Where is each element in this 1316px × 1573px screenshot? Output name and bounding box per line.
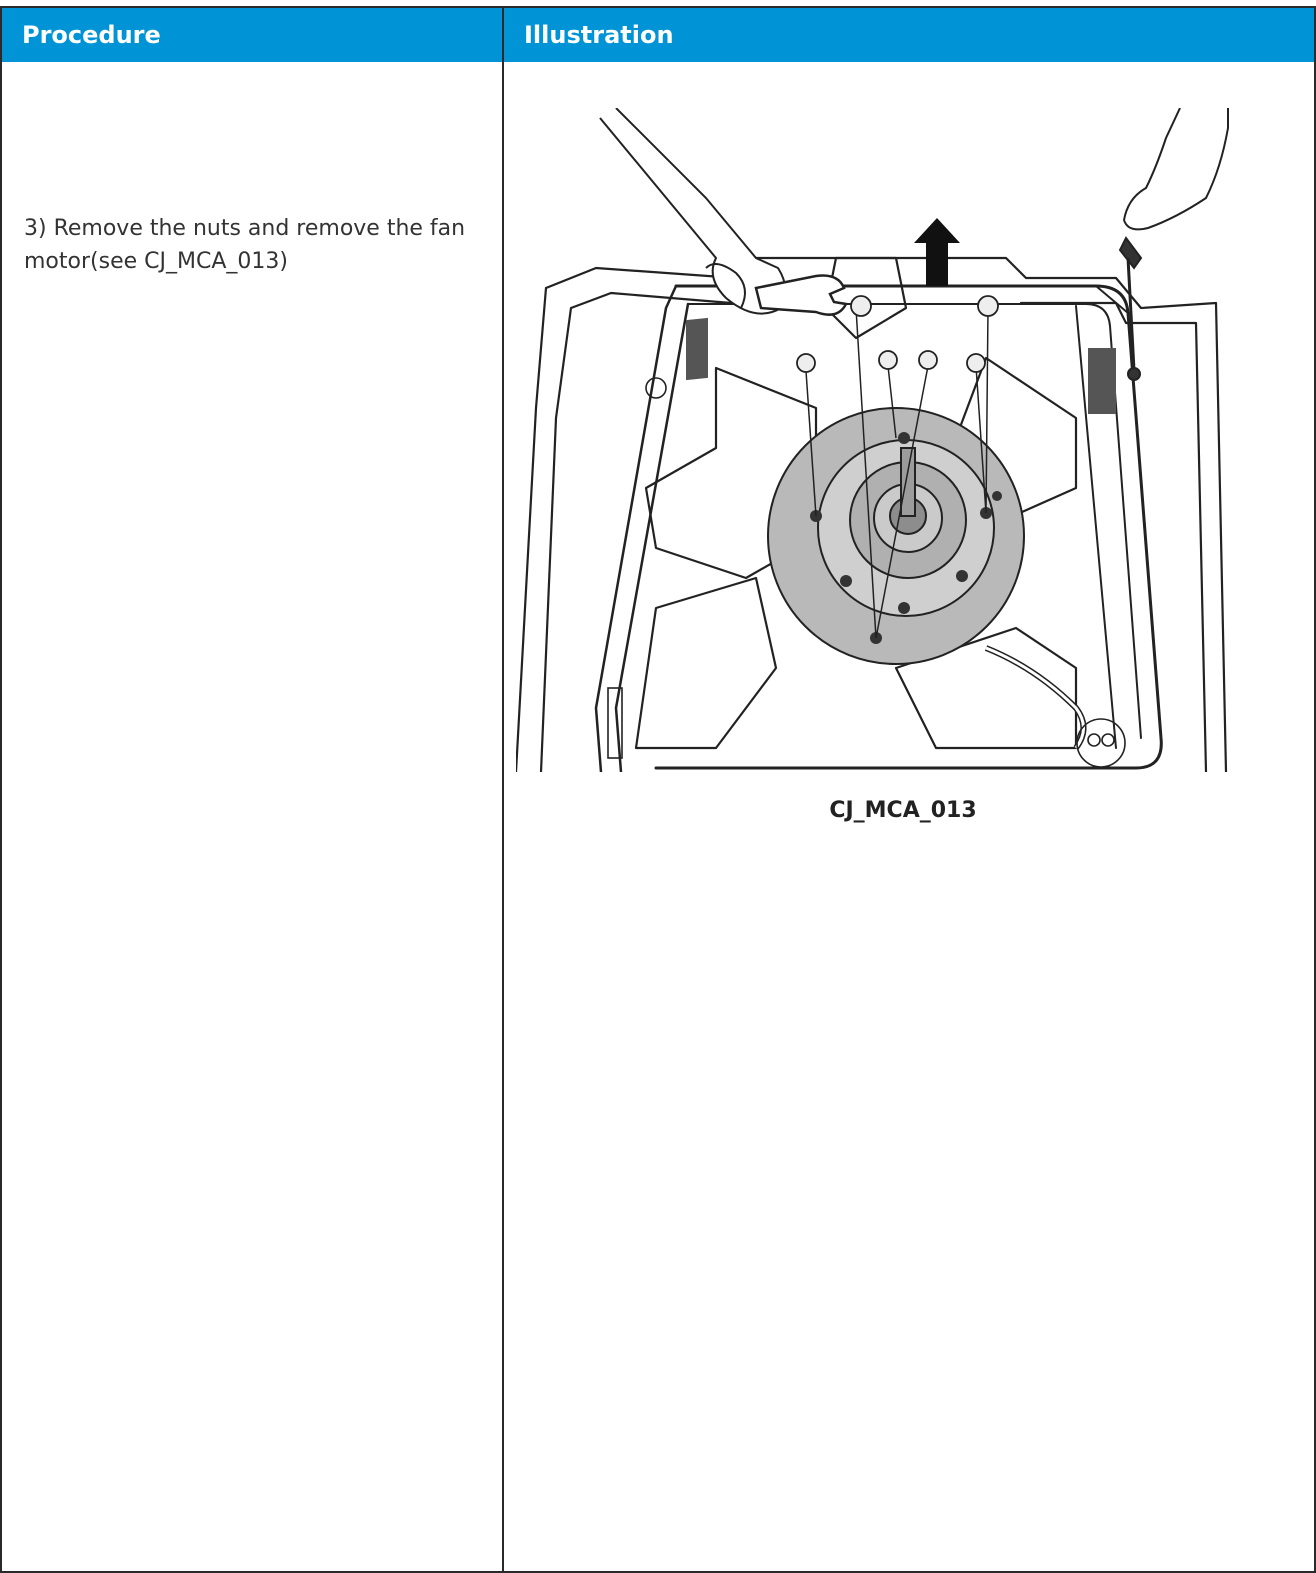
fan-motor-illustration bbox=[516, 108, 1229, 772]
screwdriver-icon bbox=[1118, 236, 1143, 381]
base-plate bbox=[644, 366, 818, 580]
left-rail bbox=[594, 284, 690, 772]
screws bbox=[796, 295, 999, 373]
wrench-icon bbox=[754, 274, 848, 316]
header-procedure: Procedure bbox=[22, 21, 161, 49]
hand-icon bbox=[599, 108, 787, 315]
header-illustration: Illustration bbox=[524, 21, 674, 49]
right-hand-icon bbox=[1122, 108, 1229, 231]
up-arrow-icon bbox=[914, 218, 960, 286]
right-pad bbox=[1088, 348, 1116, 414]
outer-housing bbox=[516, 256, 1228, 772]
figure-caption: CJ_MCA_013 bbox=[829, 798, 977, 823]
support-frame bbox=[654, 284, 1163, 770]
table-header: Procedure Illustration bbox=[2, 8, 1314, 62]
left-pad bbox=[686, 317, 708, 381]
procedure-step-text: 3) Remove the nuts and remove the fan mo… bbox=[24, 216, 466, 274]
right-rail bbox=[1075, 285, 1129, 749]
column-divider bbox=[502, 8, 504, 1571]
procedure-table: Procedure Illustration 3) Remove the nut… bbox=[0, 6, 1316, 1573]
